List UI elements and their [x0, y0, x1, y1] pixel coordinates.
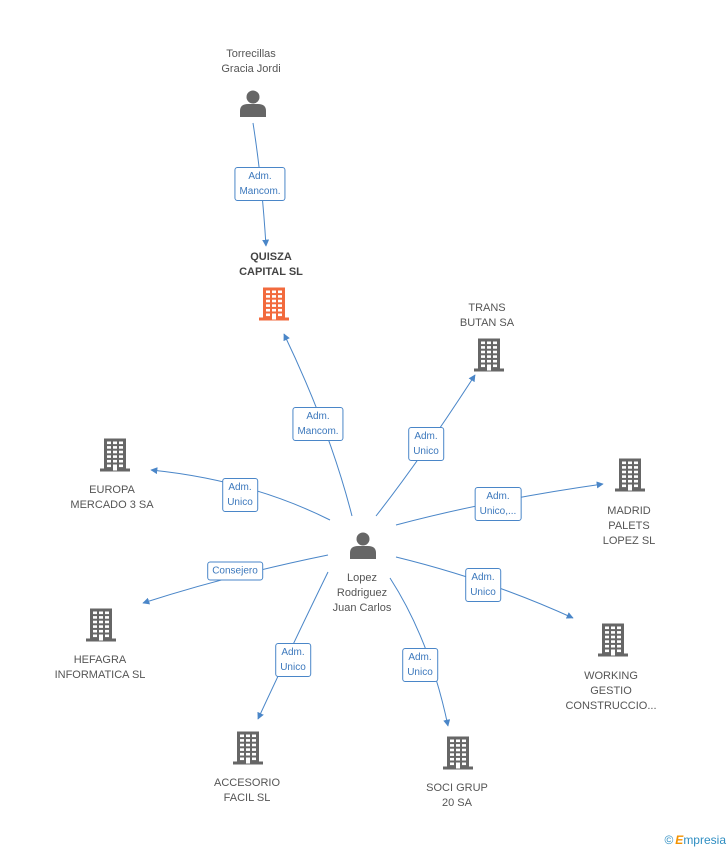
copyright-symbol: © [664, 833, 674, 847]
node-label-hefagra[interactable]: HEFAGRA INFORMATICA SL [54, 654, 146, 681]
building-icon-hefagra[interactable] [86, 608, 116, 642]
edge-label-lopez-europa: Adm. Unico [222, 478, 258, 512]
empresia-logo: ©Empresia [664, 833, 726, 847]
building-icon-soci[interactable] [443, 736, 473, 770]
edge-label-lopez-accesorio: Adm. Unico [275, 643, 311, 677]
person-icon-torrecillas[interactable] [240, 90, 266, 118]
edge-label-lopez-hefagra: Consejero [207, 561, 263, 581]
building-icon-working[interactable] [598, 623, 628, 657]
node-label-accesorio[interactable]: ACCESORIO FACIL SL [213, 777, 281, 804]
node-label-torrecillas[interactable]: Torrecillas Gracia Jordi [221, 48, 281, 75]
edge-label-lopez-trans: Adm. Unico [408, 427, 444, 461]
edge-label-lopez-quisza: Adm. Mancom. [292, 407, 344, 441]
building-icon-quisza[interactable] [259, 287, 289, 321]
edge-label-torrecillas-quisza: Adm. Mancom. [234, 167, 286, 201]
node-label-working[interactable]: WORKING GESTIO CONSTRUCCIO... [565, 670, 657, 712]
edge-lopez-soci [389, 577, 451, 727]
node-label-trans[interactable]: TRANS BUTAN SA [459, 302, 515, 329]
person-icon-lopez[interactable] [350, 532, 376, 560]
edge-label-lopez-madrid: Adm. Unico,... [474, 487, 522, 521]
node-label-madrid[interactable]: MADRID PALETS LOPEZ SL [602, 505, 656, 547]
node-label-europa[interactable]: EUROPA MERCADO 3 SA [70, 484, 154, 511]
building-icon-madrid[interactable] [615, 458, 645, 492]
building-icon-trans[interactable] [474, 338, 504, 372]
brand-initial: E [675, 833, 684, 847]
building-icon-europa[interactable] [100, 438, 130, 472]
edge-label-lopez-working: Adm. Unico [465, 568, 501, 602]
node-label-lopez[interactable]: Lopez Rodriguez Juan Carlos [332, 572, 392, 614]
node-label-soci[interactable]: SOCI GRUP 20 SA [426, 782, 488, 809]
brand-name: mpresia [683, 833, 726, 847]
node-label-quisza[interactable]: QUISZA CAPITAL SL [239, 251, 303, 278]
building-icon-accesorio[interactable] [233, 731, 263, 765]
edge-label-lopez-soci: Adm. Unico [402, 648, 438, 682]
